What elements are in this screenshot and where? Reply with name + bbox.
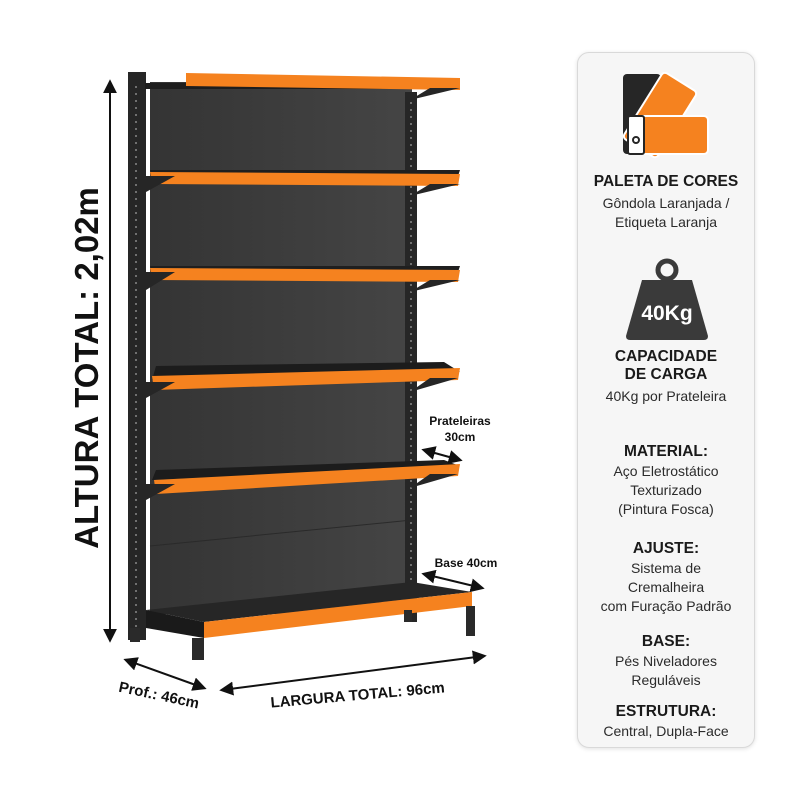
width-label: LARGURA TOTAL: 96cm [270, 679, 446, 711]
spec-card: PALETA DE CORES Gôndola Laranjada / Etiq… [577, 52, 755, 748]
palette-description: Gôndola Laranjada / Etiqueta Laranja [602, 195, 730, 230]
capacity-description: 40Kg por Prateleira [605, 388, 727, 404]
capacity-section: CAPACIDADE DE CARGA 40Kg por Prateleira [578, 348, 754, 406]
shelf-5 [146, 460, 460, 500]
shelf-1 [145, 73, 460, 100]
shelf-2 [146, 170, 460, 196]
adjust-description: Sistema de Cremalheira com Furação Padrã… [600, 560, 732, 614]
capacity-title: CAPACIDADE DE CARGA [614, 348, 718, 383]
shelf-4 [146, 362, 460, 398]
back-panel [150, 82, 412, 614]
shelf-depth-label-line1: Prateleiras [429, 414, 491, 428]
weight-icon-text: 40Kg [641, 302, 692, 325]
shelf-depth-label-line2: 30cm [445, 430, 476, 444]
height-label: ALTURA TOTAL: 2,02m [68, 187, 105, 549]
depth-label: Prof.: 46cm [117, 679, 200, 713]
palette-title: PALETA DE CORES [593, 173, 739, 190]
material-title: MATERIAL: [623, 443, 709, 460]
base-shelf [130, 582, 475, 660]
adjust-section: AJUSTE: Sistema de Cremalheira com Furaç… [578, 540, 754, 616]
base-section: BASE: Pés Niveladores Reguláveis [578, 633, 754, 690]
structure-section: ESTRUTURA: Central, Dupla-Face [578, 703, 754, 741]
material-section: MATERIAL: Aço Eletrostático Texturizado … [578, 443, 754, 519]
structure-title: ESTRUTURA: [615, 703, 717, 720]
adjust-title: AJUSTE: [632, 540, 700, 557]
left-upright [128, 72, 146, 640]
base-depth-label: Base 40cm [435, 556, 498, 570]
base-description: Pés Niveladores Reguláveis [615, 653, 717, 688]
structure-description: Central, Dupla-Face [603, 723, 729, 739]
gondola-illustration: ALTURA TOTAL: 2,02m Prof.: 46cm LARGURA … [68, 72, 498, 713]
base-title: BASE: [641, 633, 691, 650]
color-palette-icon [622, 71, 709, 159]
right-upright [405, 92, 417, 622]
weight-icon: 40Kg [626, 258, 708, 340]
shelf-3 [146, 266, 460, 292]
material-description: Aço Eletrostático Texturizado (Pintura F… [613, 463, 719, 517]
palette-section: PALETA DE CORES Gôndola Laranjada / Etiq… [578, 173, 754, 232]
